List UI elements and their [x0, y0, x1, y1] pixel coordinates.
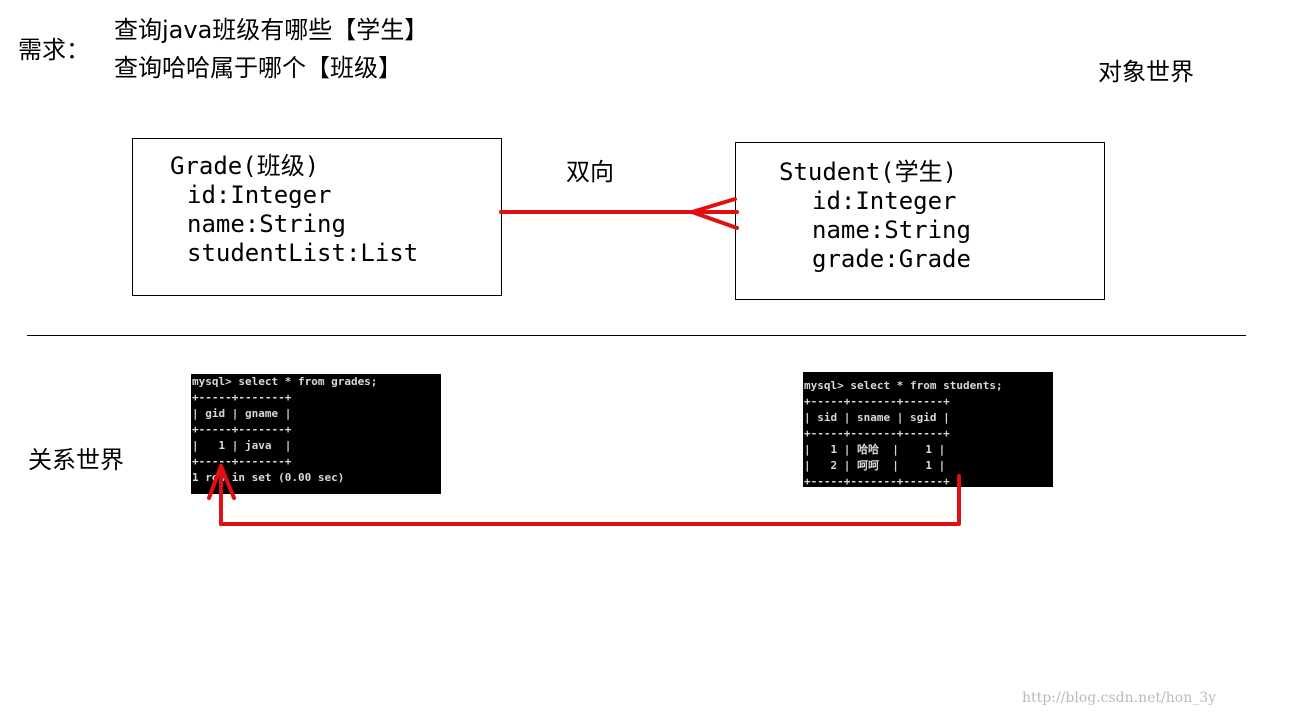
- relation-world-label: 关系世界: [28, 446, 124, 474]
- terminal-line: mysql> select * from grades;: [192, 375, 378, 388]
- terminal-line: +-----+-------+: [192, 391, 292, 404]
- bidirectional-label: 双向: [566, 158, 614, 186]
- grade-field-id: id:Integer: [187, 181, 332, 209]
- requirements-label: 需求：: [18, 36, 90, 64]
- requirement-line-1: 查询java班级有哪些【学生】: [114, 16, 429, 44]
- terminal-line: +-----+-------+------+: [804, 475, 950, 488]
- students-query-terminal: mysql> select * from students; +-----+--…: [803, 372, 1053, 488]
- student-field-grade: grade:Grade: [812, 245, 971, 273]
- requirement-line-2: 查询哈哈属于哪个【班级】: [114, 54, 402, 82]
- student-field-id: id:Integer: [812, 187, 957, 215]
- watermark: http://blog.csdn.net/hon_3y: [1022, 690, 1217, 706]
- terminal-line: +-----+-------+------+: [804, 427, 950, 440]
- terminal-line: +-----+-------+: [192, 455, 292, 468]
- terminal-line: | 1 | 哈哈 | 1 |: [804, 443, 946, 456]
- terminal-line: | sid | sname | sgid |: [804, 411, 950, 424]
- world-divider: [27, 335, 1246, 336]
- student-field-name: name:String: [812, 216, 971, 244]
- foreign-key-arrowhead: [207, 464, 236, 500]
- student-class-title: Student(学生): [779, 158, 958, 186]
- foreign-key-line: [219, 464, 961, 526]
- grade-class-title: Grade(班级): [170, 152, 320, 180]
- object-arrowhead: [690, 197, 739, 230]
- terminal-line: | gid | gname |: [192, 407, 292, 420]
- terminal-line: | 1 | java |: [192, 439, 292, 452]
- grade-field-name: name:String: [187, 210, 346, 238]
- grade-class-box: Grade(班级) id:Integer name:String student…: [132, 138, 502, 296]
- terminal-line: | 2 | 呵呵 | 1 |: [804, 459, 946, 472]
- student-class-box: Student(学生) id:Integer name:String grade…: [735, 142, 1105, 300]
- terminal-line: +-----+-------+------+: [804, 395, 950, 408]
- grade-field-studentlist: studentList:List: [187, 239, 419, 267]
- terminal-line: mysql> select * from students;: [804, 379, 1003, 392]
- terminal-line: +-----+-------+: [192, 423, 292, 436]
- object-world-label: 对象世界: [1098, 58, 1194, 86]
